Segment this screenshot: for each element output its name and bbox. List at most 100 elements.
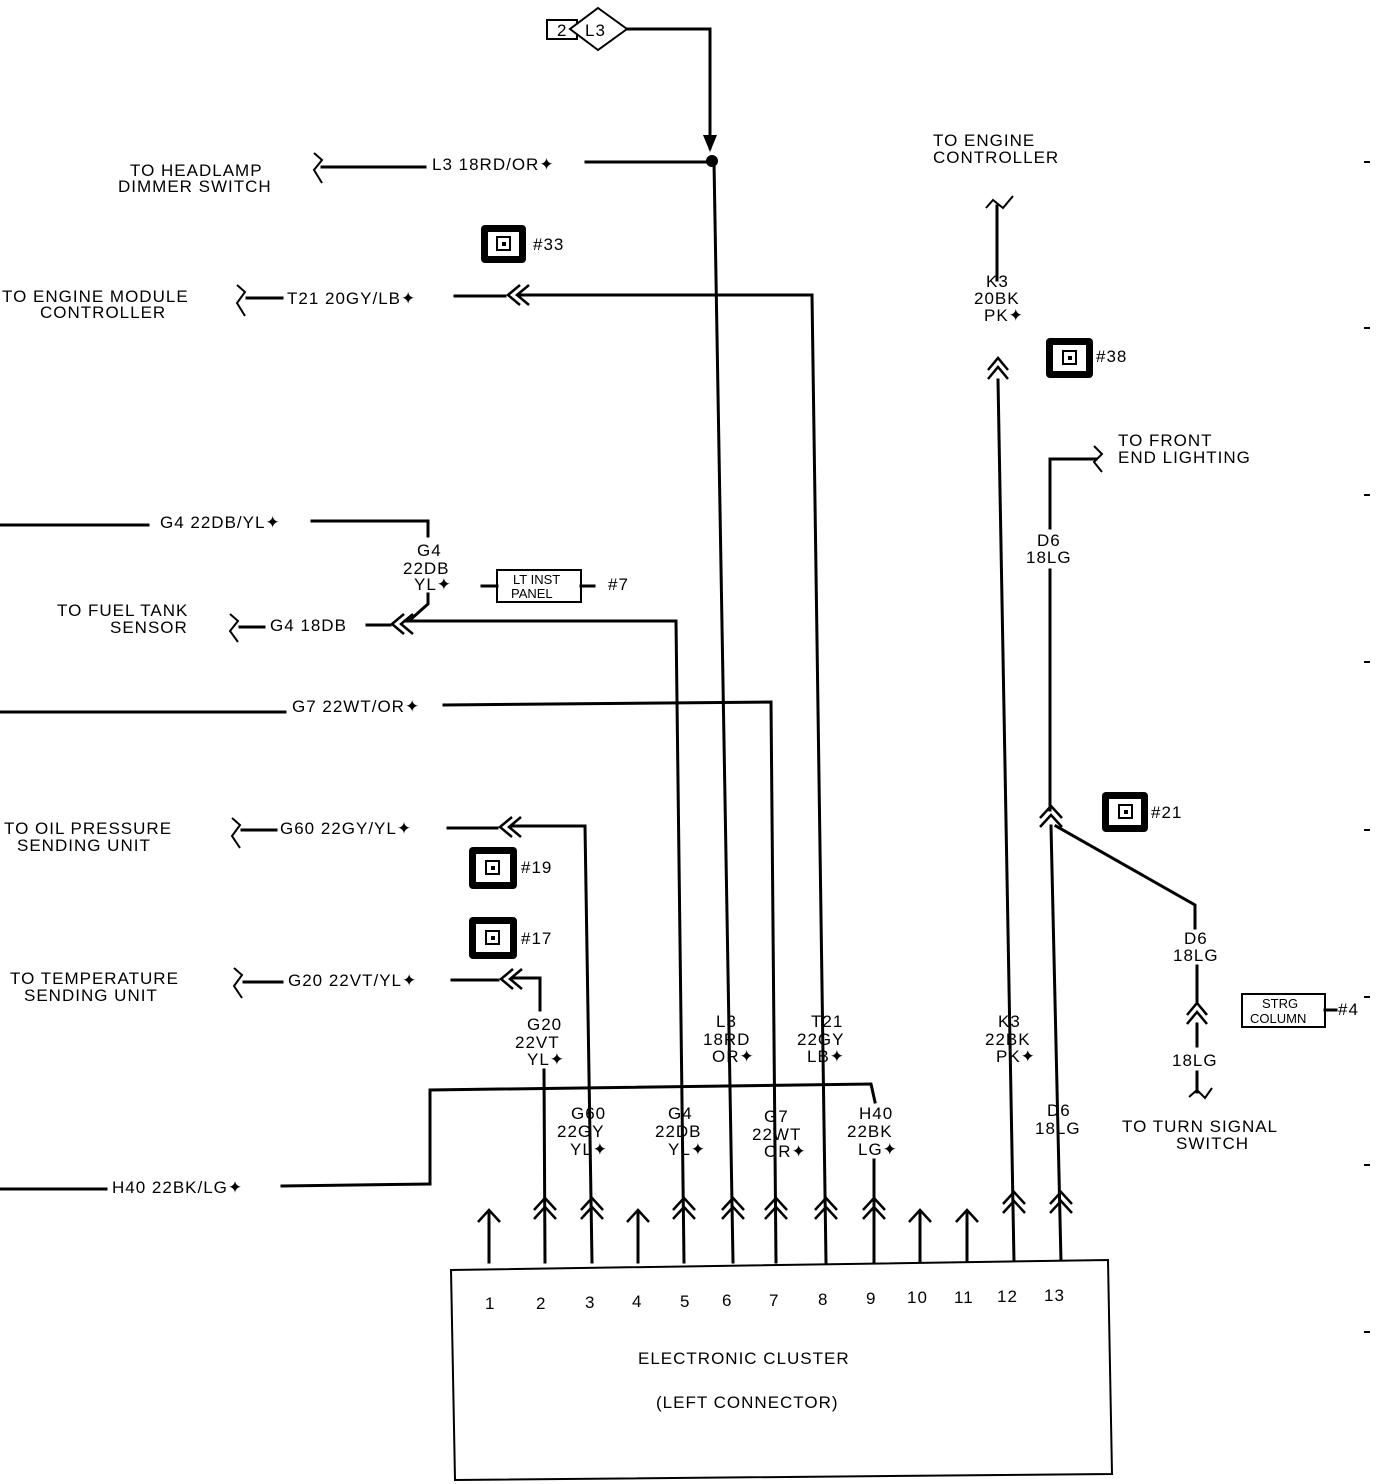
pin-11: 11 — [954, 1288, 974, 1307]
l3-label-1: L3 — [716, 1012, 737, 1031]
g4-connector-arrow-2 — [399, 613, 414, 635]
cluster-subtitle: (LEFT CONNECTOR) — [656, 1393, 839, 1412]
dest-headlamp-line1: TO HEADLAMP — [130, 161, 263, 180]
d6-connector-arrow-2 — [1039, 813, 1063, 828]
dest-engine-module-line2: CONTROLLER — [40, 303, 166, 322]
wire-g60-main-label: G60 22GY/YL✦ — [280, 819, 412, 838]
source-tag: 2 L3 — [546, 6, 629, 52]
pin-7: 7 — [769, 1291, 779, 1310]
wire-g4-main-label: G4 22DB/YL✦ — [160, 513, 281, 532]
g4-wire-right — [310, 519, 430, 538]
k3-connector-arrow-2 — [987, 365, 1009, 380]
pin-8: 8 — [818, 1290, 828, 1309]
l3-label-3: OR✦ — [712, 1047, 755, 1066]
g7-label-1: G7 — [764, 1107, 789, 1126]
g4-lower-label-2: 22DB — [655, 1122, 702, 1141]
d6-lower-label-1: D6 — [1047, 1101, 1071, 1120]
d6-branch-arrow-1 — [1186, 1001, 1208, 1016]
g20-label-1: G20 — [527, 1015, 562, 1034]
h40-bus-wire — [428, 1082, 877, 1186]
dest-engine-controller-line2: CONTROLLER — [933, 148, 1059, 167]
cluster-pin-numbers: 1 2 3 4 5 6 7 8 9 10 11 12 13 — [485, 1286, 1065, 1313]
t21-label-2: 22GY — [797, 1030, 844, 1049]
k3-lower-label-1: K3 — [998, 1012, 1021, 1031]
h40-label-3: LG✦ — [858, 1140, 898, 1159]
connector-7-label: #7 — [608, 575, 629, 594]
d6-lower-label-2: 18LG — [1035, 1119, 1081, 1138]
d6-branch-label-2: 18LG — [1173, 946, 1219, 965]
g60-connector-arrow-2 — [507, 816, 522, 838]
t21-vertical-wire — [518, 293, 828, 1264]
pin-6: 6 — [722, 1291, 732, 1310]
lg18-label: 18LG — [1172, 1051, 1218, 1070]
source-wire — [625, 27, 712, 150]
dest-front-end-line2: END LIGHTING — [1118, 448, 1251, 467]
g20-connector-arrow-2 — [508, 968, 523, 990]
connector-17-icon — [469, 917, 517, 959]
pin-12: 12 — [997, 1287, 1018, 1306]
dest-front-end-line1: TO FRONT — [1118, 431, 1213, 450]
wire-g7-main-label: G7 22WT/OR✦ — [292, 697, 420, 716]
g60-label-2: 22GY — [557, 1122, 604, 1141]
d6-connector-arrow-1 — [1039, 804, 1063, 819]
connector-33-label: #33 — [533, 235, 564, 254]
front-end-wavy-break — [1092, 445, 1104, 473]
g7-label-3: OR✦ — [764, 1142, 807, 1161]
wire-h40-main-label: H40 22BK/LG✦ — [112, 1178, 243, 1197]
k3-lower-label-2: 22BK — [985, 1030, 1031, 1049]
dest-turn-signal-line1: TO TURN SIGNAL — [1122, 1117, 1278, 1136]
dest-fuel-tank-line2: SENSOR — [110, 618, 188, 637]
g60-label-1: G60 — [571, 1104, 606, 1123]
g20-connector-arrow-1 — [499, 968, 514, 990]
pin-13: 13 — [1044, 1286, 1065, 1305]
k3-upper-label-3: PK✦ — [984, 306, 1024, 325]
g4-vertical-wire — [403, 619, 686, 1264]
strg-column-box — [1241, 993, 1326, 1028]
source-arrowhead — [703, 135, 717, 152]
pin-9: 9 — [866, 1289, 876, 1308]
g4-upper-label-2: 22DB — [403, 559, 450, 578]
connector-21-icon — [1102, 792, 1148, 832]
g7-label-2: 22WT — [752, 1125, 801, 1144]
connector-21-label: #21 — [1151, 803, 1182, 822]
strg-box-line1: STRG — [1262, 996, 1298, 1011]
d6-branch-label-1: D6 — [1184, 929, 1208, 948]
oil-pressure-wavy-break — [230, 817, 242, 849]
turn-signal-wavy-break — [1188, 1087, 1213, 1100]
d6-branch-arrow-2 — [1186, 1010, 1208, 1025]
g60-connector-arrow-1 — [498, 816, 513, 838]
dest-engine-controller-line1: TO ENGINE — [933, 131, 1035, 150]
strg-box-line2: COLUMN — [1250, 1011, 1306, 1026]
dest-temperature-line1: TO TEMPERATURE — [10, 969, 179, 988]
d6-upper-label-2: 18LG — [1026, 548, 1072, 567]
pin-2: 2 — [536, 1294, 546, 1313]
connector-4-label: #4 — [1338, 1000, 1359, 1019]
pin-4: 4 — [632, 1292, 642, 1311]
h40-wire-right — [280, 1182, 432, 1188]
g20-lower-wire — [542, 1068, 547, 1264]
k3-lower-label-3: PK✦ — [996, 1047, 1036, 1066]
k3-vertical-wire — [996, 378, 1016, 1264]
connector-19-label: #19 — [521, 858, 552, 877]
connector-17-label: #17 — [521, 929, 552, 948]
engine-controller-wavy-break — [985, 195, 1014, 210]
h40-label-1: H40 — [859, 1104, 893, 1123]
g4-upper-label-3: YL✦ — [414, 575, 452, 594]
source-circuit-label: L3 — [585, 21, 606, 40]
g20-label-2: 22VT — [515, 1033, 560, 1052]
k3-upper-label-2: 20BK — [974, 289, 1020, 308]
g4-lower-label-3: YL✦ — [668, 1140, 706, 1159]
wire-g4-fuel-label: G4 18DB — [270, 616, 347, 635]
cluster-title: ELECTRONIC CLUSTER — [638, 1349, 850, 1368]
t21-label-3: LB✦ — [807, 1047, 845, 1066]
connector-38-icon — [1046, 338, 1093, 378]
g7-vertical-wire — [442, 700, 778, 1264]
dest-engine-module-line1: TO ENGINE MODULE — [2, 287, 189, 306]
dest-turn-signal-line2: SWITCH — [1176, 1134, 1249, 1153]
dest-temperature-line2: SENDING UNIT — [24, 986, 158, 1005]
t21-connector-arrow-2 — [515, 284, 530, 306]
pin-10: 10 — [907, 1288, 928, 1307]
temperature-wavy-break — [232, 967, 244, 999]
electronic-cluster-box — [449, 1258, 1114, 1482]
